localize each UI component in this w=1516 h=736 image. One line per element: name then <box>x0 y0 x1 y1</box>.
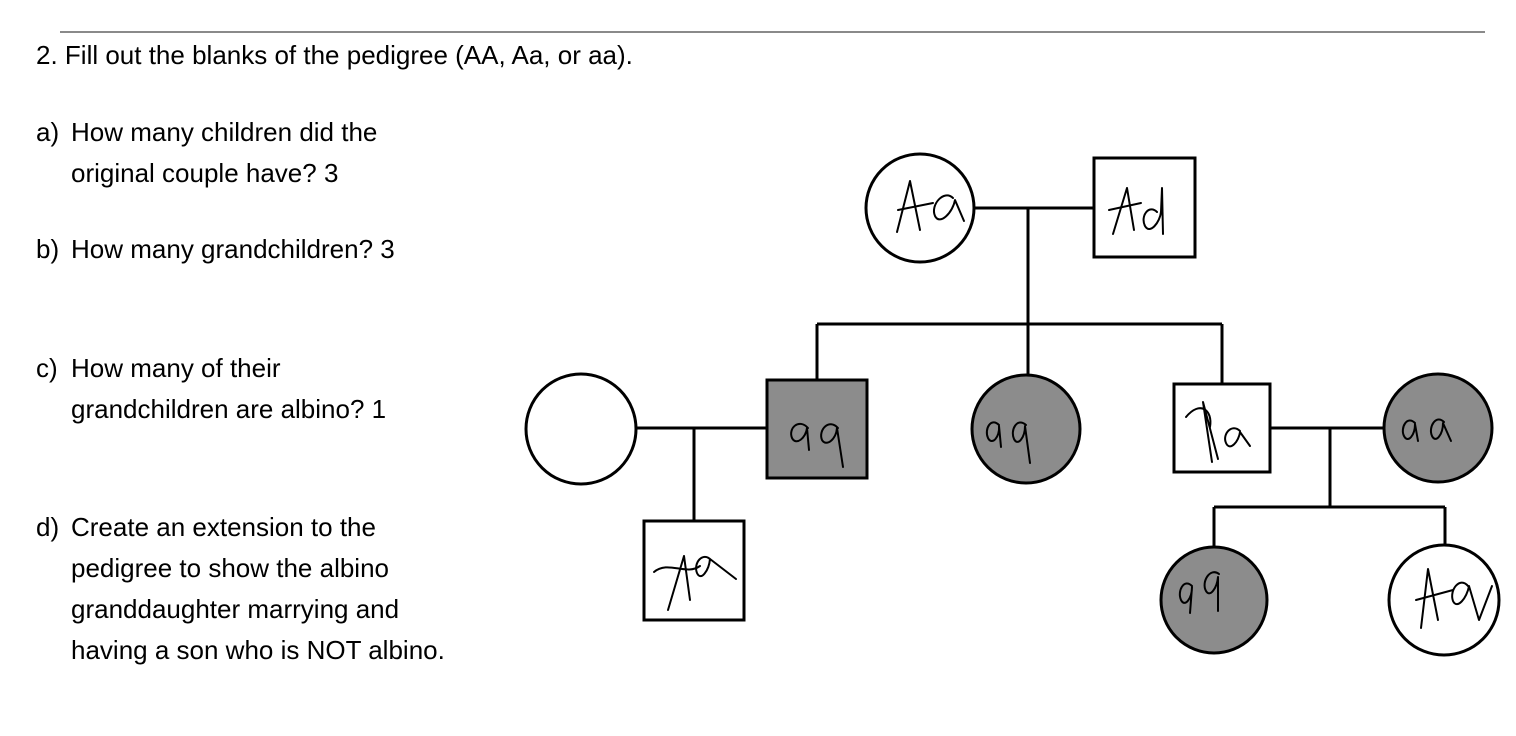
male-square <box>642 519 746 622</box>
top-divider <box>60 31 1485 33</box>
question-d-line-2: pedigree to show the albino <box>71 553 390 583</box>
genotype-handwriting-Aa <box>1185 401 1251 463</box>
daughter-symbol <box>970 373 1082 485</box>
question-a-line-1: How many children did the <box>71 117 378 147</box>
male-square <box>765 378 869 480</box>
genotype-handwriting-aa <box>790 422 844 468</box>
genotype-handwriting-Aa <box>896 180 965 233</box>
question-a-line-2: original couple have? 3 <box>71 158 339 188</box>
son-2-wife-symbol <box>1382 372 1494 484</box>
female-circle <box>524 372 638 486</box>
question-a-letter: a) <box>36 117 60 147</box>
genotype-handwriting-aa <box>1178 571 1220 614</box>
granddaughter-2-symbol <box>1387 543 1501 657</box>
son-2-symbol <box>1172 382 1272 474</box>
genotype-handwriting-aa <box>985 421 1031 464</box>
question-b: b) How many grandchildren? 3 <box>36 229 395 270</box>
grandfather-symbol <box>1092 156 1197 259</box>
son-1-wife-symbol <box>524 372 638 486</box>
question-b-letter: b) <box>36 234 60 264</box>
genotype-handwriting-Aa <box>1108 187 1164 235</box>
question-c: c) How many of their grandchildren are al… <box>36 348 386 430</box>
female-circle <box>1387 543 1501 657</box>
grandson-symbol <box>642 519 746 622</box>
female-circle <box>1382 372 1494 484</box>
female-circle <box>1159 545 1269 655</box>
question-c-line-2: grandchildren are albino? 1 <box>71 394 387 424</box>
question-d-line-4: having a son who is NOT albino. <box>71 635 445 665</box>
pedigree-lines <box>636 206 1447 551</box>
question-d-line-1: Create an extension to the <box>71 512 376 542</box>
genotype-handwriting-aa <box>1401 418 1452 442</box>
male-square <box>1172 382 1272 474</box>
question-d: d) Create an extension to the pedigree to… <box>36 507 445 671</box>
genotype-handwriting-Aa <box>1415 568 1493 629</box>
question-b-line-1: How many grandchildren? 3 <box>71 234 395 264</box>
question-d-line-3: granddaughter marrying and <box>71 594 400 624</box>
question-c-line-1: How many of their <box>71 353 281 383</box>
male-square <box>1092 156 1197 259</box>
grandmother-symbol <box>864 152 976 264</box>
question-title: 2. Fill out the blanks of the pedigree (… <box>36 40 633 70</box>
question-d-letter: d) <box>36 512 60 542</box>
female-circle <box>864 152 976 264</box>
question-c-letter: c) <box>36 353 58 383</box>
genotype-handwriting-Aa <box>653 555 737 611</box>
granddaughter-1-symbol <box>1159 545 1269 655</box>
son-1-symbol <box>765 378 869 480</box>
question-a: a) How many children did the original cou… <box>36 112 377 194</box>
